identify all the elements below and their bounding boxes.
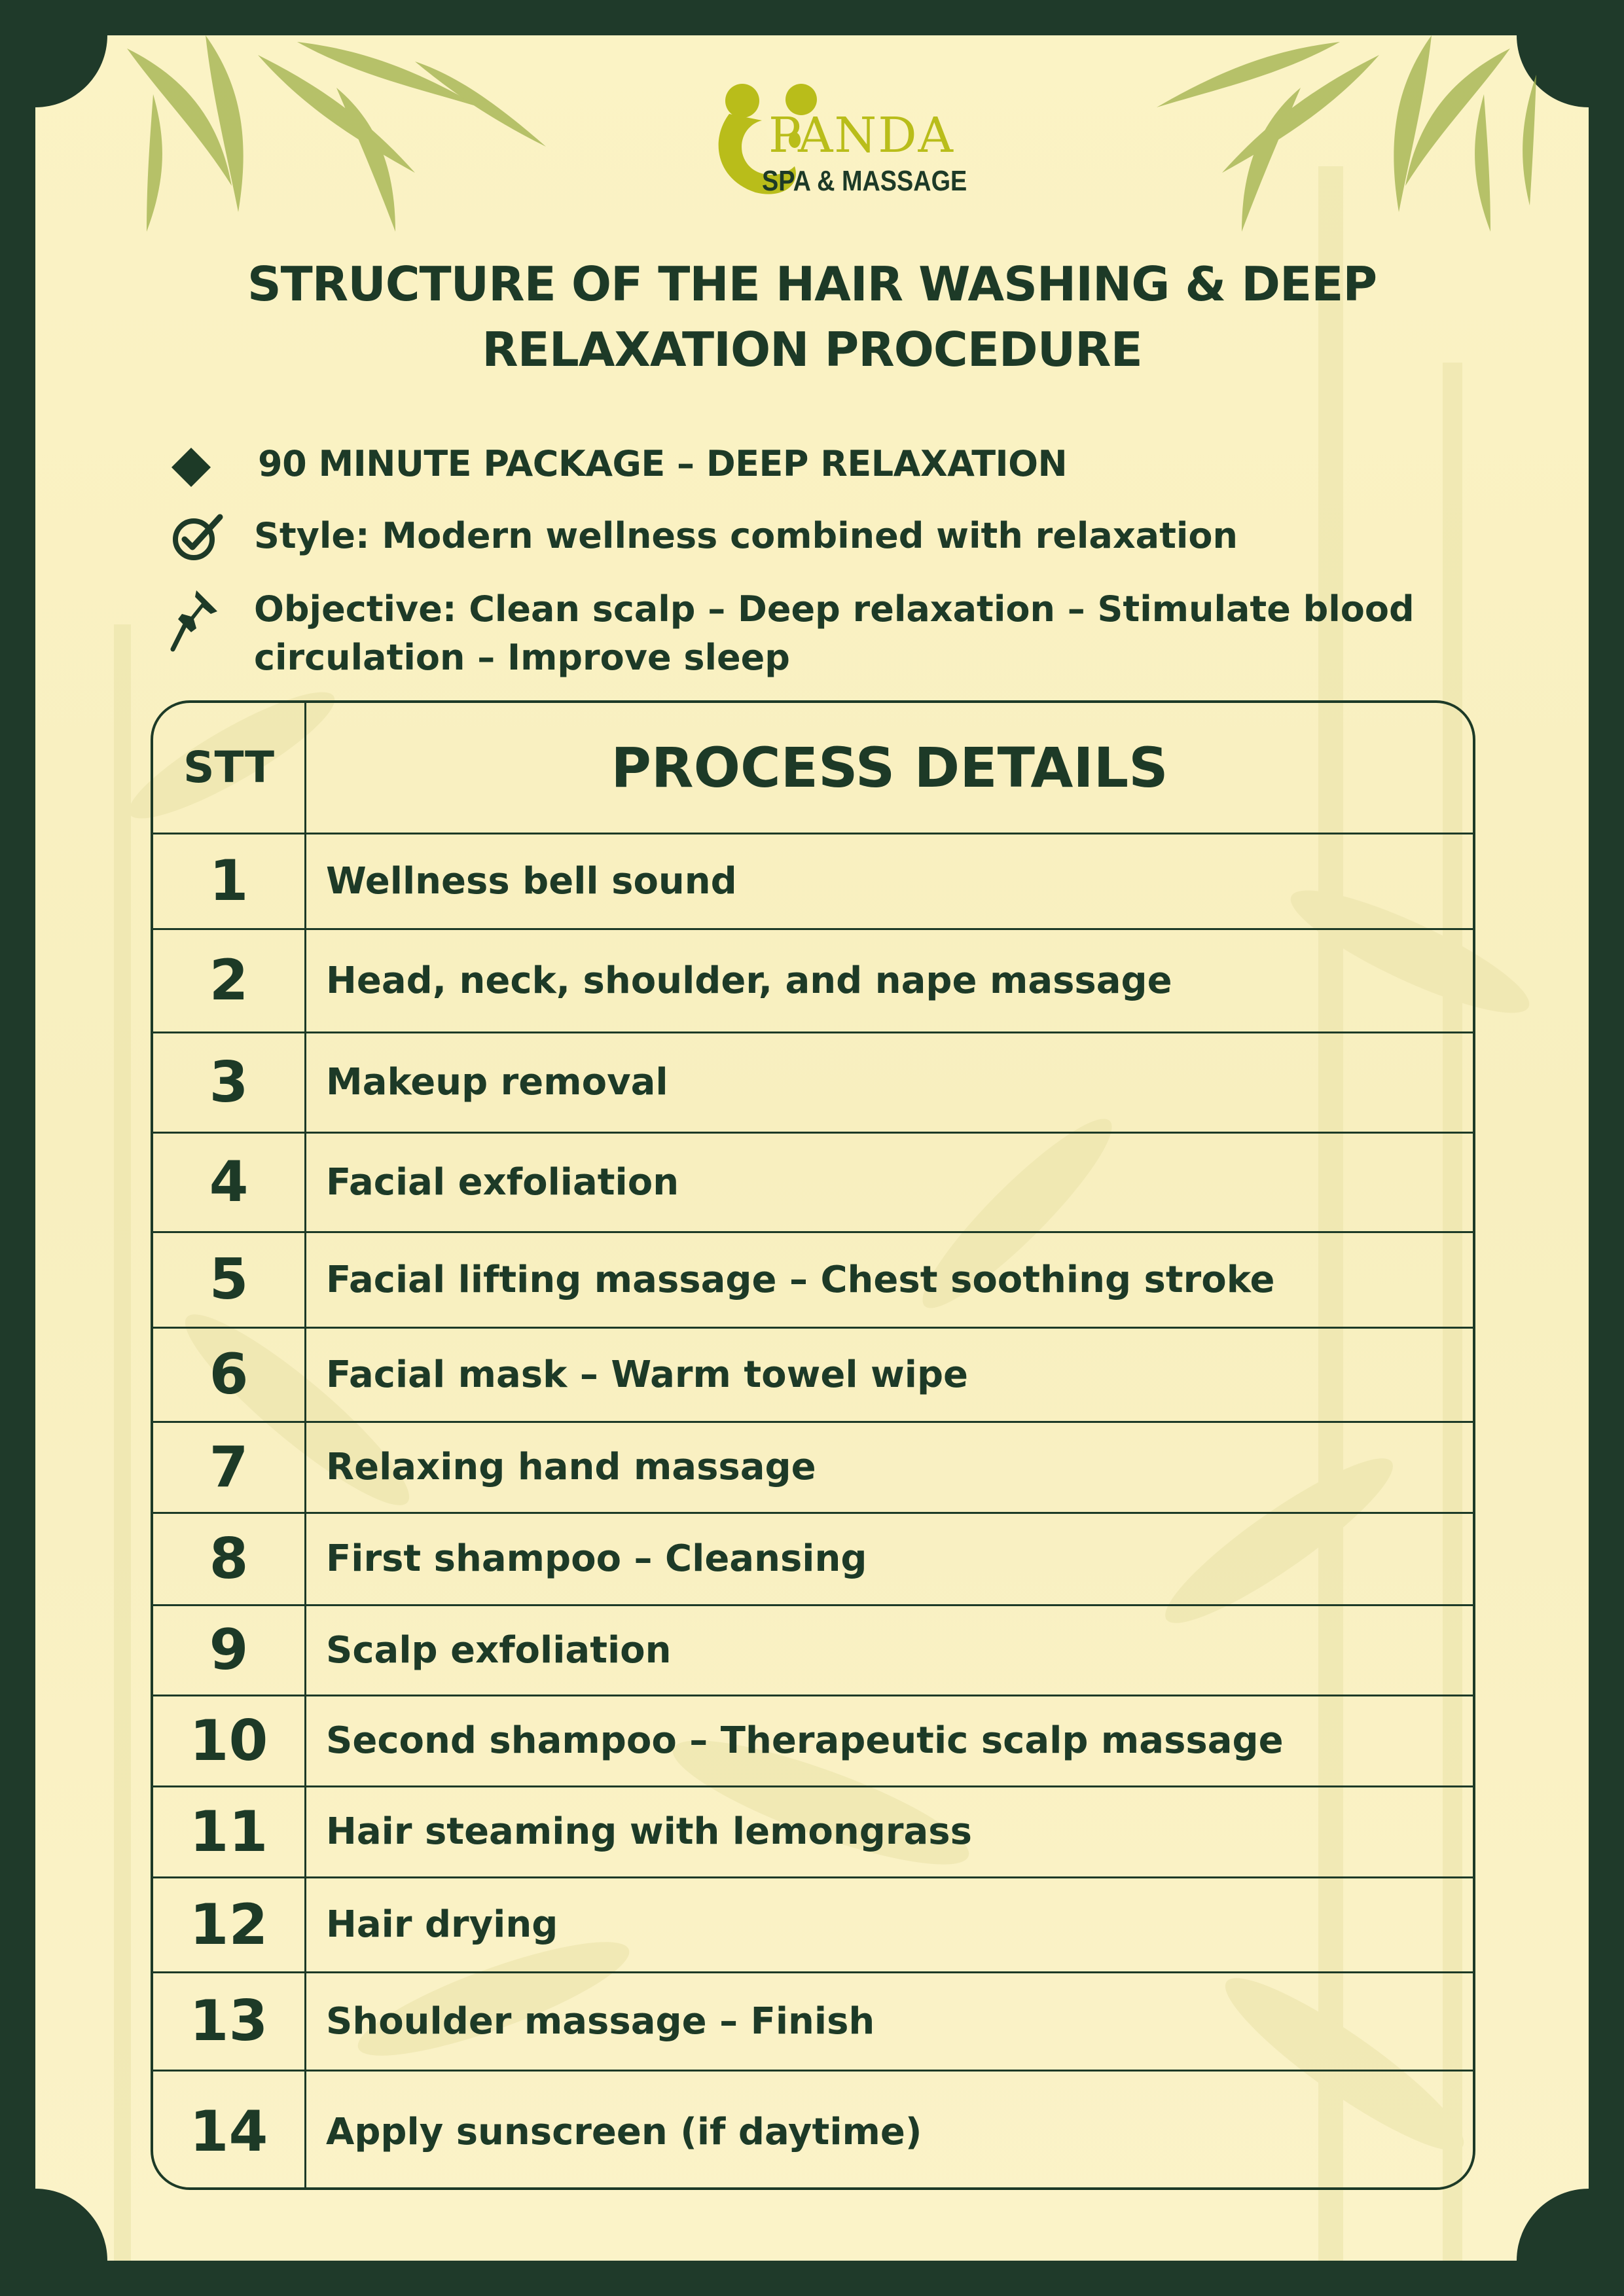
objective-label: Objective: Clean scalp – Deep relaxation…	[254, 588, 1415, 678]
diamond-icon	[171, 448, 211, 487]
check-circle-icon	[173, 514, 223, 560]
step-number: 2	[153, 927, 306, 1033]
step-detail: Makeup removal	[304, 1031, 1473, 1134]
step-detail: Apply sunscreen (if daytime)	[304, 2069, 1473, 2187]
step-number: 12	[153, 1876, 306, 1973]
step-detail: Facial exfoliation	[304, 1131, 1473, 1233]
step-detail: Second shampoo – Therapeutic scalp massa…	[304, 1694, 1473, 1787]
step-number: 13	[153, 1971, 306, 2072]
column-header-stt: STT	[153, 703, 306, 834]
step-number: 3	[153, 1031, 306, 1134]
step-number: 10	[153, 1694, 306, 1787]
bamboo-leaves-right	[1157, 35, 1536, 232]
step-number: 9	[153, 1604, 306, 1696]
pushpin-icon	[170, 590, 217, 652]
poster: PANDA SPA & MASSAGE STRUCTURE OF THE HAI…	[35, 35, 1589, 2261]
step-detail: Facial mask – Warm towel wipe	[304, 1326, 1473, 1423]
step-number: 1	[153, 832, 306, 930]
step-detail: Hair drying	[304, 1876, 1473, 1973]
step-detail: Shoulder massage – Finish	[304, 1971, 1473, 2072]
page-title: STRUCTURE OF THE HAIR WASHING & DEEP REL…	[247, 257, 1377, 377]
step-number: 14	[153, 2069, 306, 2187]
step-detail: Wellness bell sound	[304, 832, 1473, 930]
brand-name: PANDA	[768, 107, 954, 164]
step-detail: First shampoo – Cleansing	[304, 1511, 1473, 1606]
brand-tagline: SPA & MASSAGE	[762, 165, 967, 197]
step-detail: Hair steaming with lemongrass	[304, 1785, 1473, 1878]
step-number: 8	[153, 1511, 306, 1606]
step-detail: Head, neck, shoulder, and nape massage	[304, 927, 1473, 1033]
package-label: 90 MINUTE PACKAGE – DEEP RELAXATION	[258, 443, 1068, 484]
step-number: 4	[153, 1131, 306, 1233]
step-number: 6	[153, 1326, 306, 1423]
bamboo-leaves-left	[127, 35, 546, 232]
step-number: 11	[153, 1785, 306, 1878]
style-label: Style: Modern wellness combined with rel…	[254, 515, 1238, 556]
step-number: 7	[153, 1420, 306, 1514]
panda-logo-icon	[718, 84, 817, 194]
step-number: 5	[153, 1230, 306, 1329]
column-header-process-details: PROCESS DETAILS	[304, 703, 1473, 834]
step-detail: Scalp exfoliation	[304, 1604, 1473, 1696]
step-detail: Facial lifting massage – Chest soothing …	[304, 1230, 1473, 1329]
step-detail: Relaxing hand massage	[304, 1420, 1473, 1514]
